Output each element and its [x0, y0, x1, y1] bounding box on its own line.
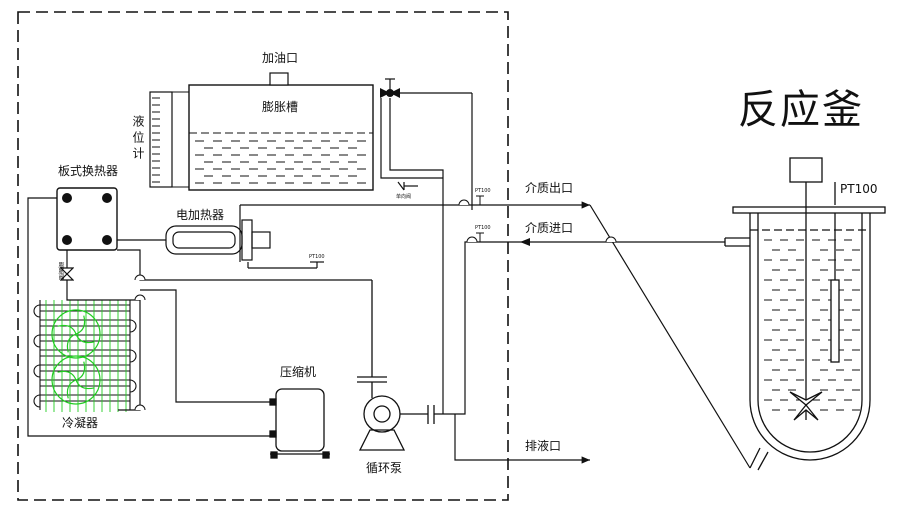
compressor: [269, 388, 330, 459]
check-valve: [397, 181, 418, 191]
expansion-tank-label: 膨胀槽: [262, 100, 299, 114]
reactor-title: 反应釜: [738, 87, 864, 133]
pt100-inlet-label: PT100: [475, 225, 491, 231]
condenser-label: 冷凝器: [62, 416, 99, 430]
condenser: [33, 300, 137, 412]
pt100-heater-label: PT100: [309, 254, 325, 260]
circulation-pump: [357, 280, 435, 451]
expansion-tank: [188, 72, 374, 191]
condenser-fan: [45, 300, 127, 412]
medium-outlet-label: 介质出口: [525, 181, 574, 195]
expansion-valve: [60, 267, 74, 281]
medium-inlet-label: 介质进口: [525, 221, 574, 235]
circulation-pump-label: 循环泵: [366, 461, 403, 475]
reactor-pt100-label: PT100: [840, 182, 878, 196]
level-gauge: [149, 91, 189, 188]
tank-top-valve: [380, 78, 472, 98]
add-oil-port-cap: [269, 72, 289, 86]
plate-exchanger-label: 板式换热器: [58, 164, 119, 178]
inlet-arrow: [520, 238, 530, 246]
check-valve-label: 单向阀: [396, 194, 412, 200]
equipment-boundary: [17, 11, 509, 501]
add-oil-port-label: 加油口: [262, 51, 299, 65]
pipe-crossings: [134, 199, 617, 411]
compressor-label: 压缩机: [280, 365, 317, 379]
drain-port-label: 排液口: [525, 439, 562, 453]
expansion-valve-label: 膨胀阀: [57, 262, 64, 280]
electric-heater: [165, 204, 440, 269]
electric-heater-label: 电加热器: [176, 208, 225, 222]
tank-return-loop: [380, 98, 444, 205]
pt100-outlet-label: PT100: [475, 188, 491, 194]
pt100-sensors: [476, 195, 484, 242]
reactor: [724, 157, 886, 471]
plate-heat-exchanger: [56, 187, 118, 251]
level-gauge-label: 液位计: [131, 115, 145, 163]
